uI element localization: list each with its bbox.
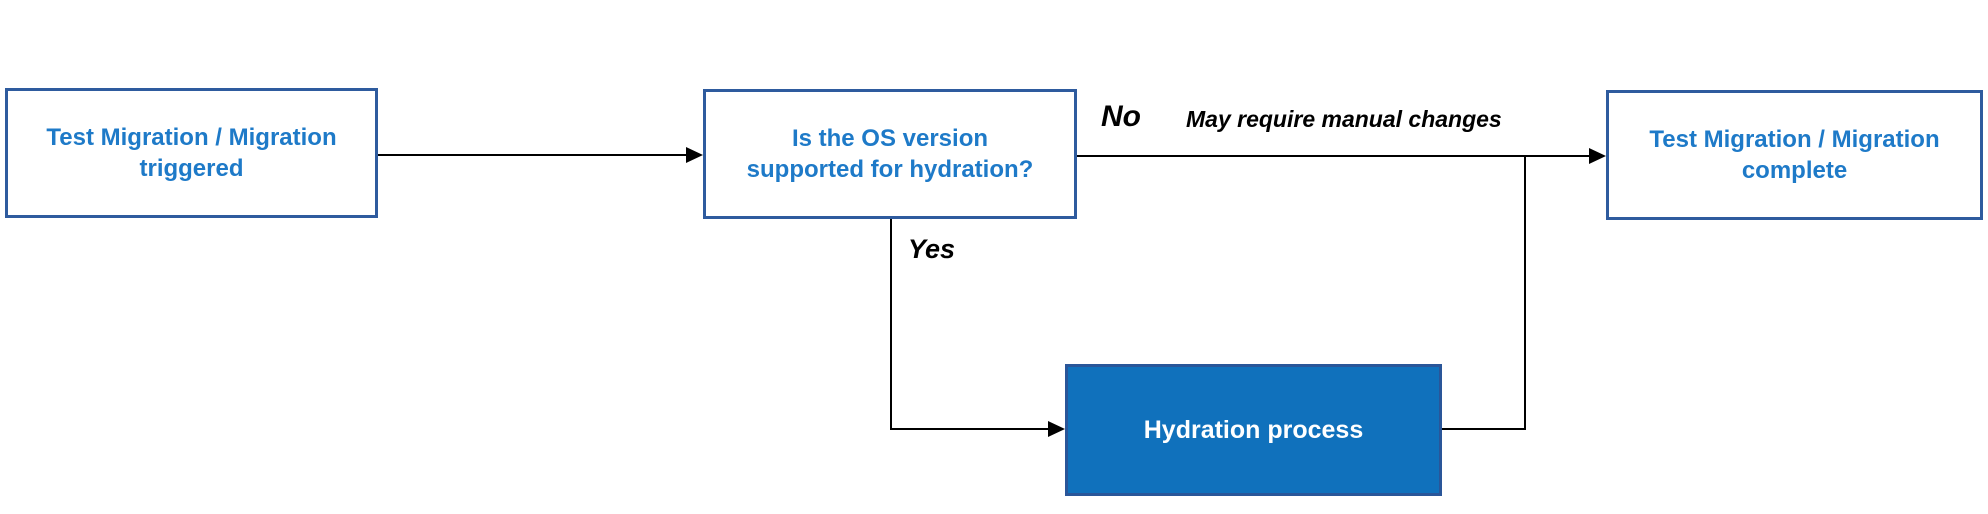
connector-start-to-decision [378, 154, 688, 156]
arrowhead-into-decision-icon [686, 147, 703, 163]
connector-decision-yes-down [890, 219, 892, 429]
connector-decision-no-to-complete [1077, 155, 1591, 157]
edge-label-may-require-manual-changes: May require manual changes [1186, 106, 1502, 132]
node-label: Test Migration / Migration complete [1649, 126, 1940, 184]
node-test-migration-triggered: Test Migration / Migration triggered [5, 88, 378, 218]
node-test-migration-complete: Test Migration / Migration complete [1606, 90, 1983, 220]
connector-hydration-out [1442, 428, 1526, 430]
node-label: Hydration process [1143, 415, 1364, 444]
connector-yes-to-hydration [890, 428, 1050, 430]
node-os-version-supported-decision: Is the OS version supported for hydratio… [703, 89, 1077, 219]
node-hydration-process: Hydration process [1065, 364, 1442, 496]
node-label: Is the OS version supported for hydratio… [746, 125, 1034, 183]
edge-label-no: No [1101, 100, 1141, 133]
node-label: Test Migration / Migration triggered [46, 124, 337, 182]
edge-label-yes: Yes [908, 234, 956, 264]
arrowhead-into-hydration-icon [1048, 421, 1065, 437]
arrowhead-into-complete-icon [1589, 148, 1606, 164]
connector-hydration-up-to-no-line [1524, 156, 1526, 430]
